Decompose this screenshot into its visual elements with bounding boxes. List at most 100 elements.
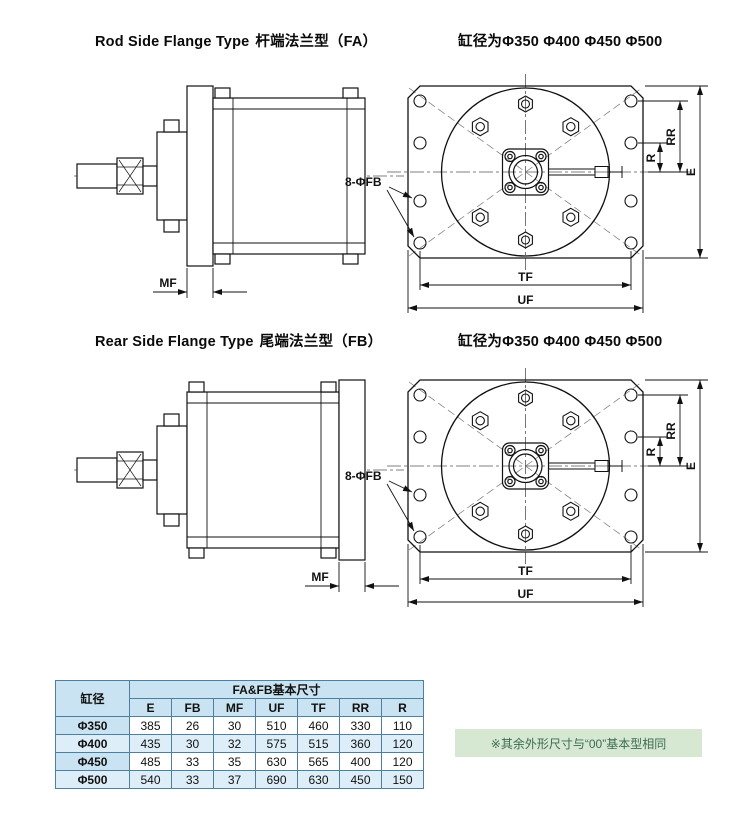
tie-rod-nuts xyxy=(471,95,580,249)
dim-label-tf: TF xyxy=(518,270,533,284)
col-header-tf: TF xyxy=(297,698,340,717)
note-box: ※其余外形尺寸与“00”基本型相同 xyxy=(455,729,702,757)
dim-label-mf: MF xyxy=(311,570,328,584)
table-header-bore: 缸径 xyxy=(55,680,130,717)
note-text: ※其余外形尺寸与“00”基本型相同 xyxy=(490,736,667,751)
fa-side-view-drawing: MF xyxy=(74,85,404,298)
table-cell: 400 xyxy=(339,752,382,771)
bore-cell: Φ450 xyxy=(55,752,130,771)
section-title-fb-zh: 尾端法兰型（FB） xyxy=(259,334,383,350)
front-flange-plate xyxy=(186,85,214,267)
table-cell: 30 xyxy=(171,734,214,753)
cylinder-body xyxy=(186,381,340,559)
section-title-fa-en: Rod Side Flange Type xyxy=(95,34,250,50)
piston-rod xyxy=(76,163,118,189)
bore-cell: Φ350 xyxy=(55,716,130,735)
col-header-r: R xyxy=(381,698,424,717)
section-title-fb-en: Rear Side Flange Type xyxy=(95,334,254,350)
bore-cell: Φ400 xyxy=(55,734,130,753)
callout-leaders xyxy=(386,186,415,238)
rod-hex-nut xyxy=(116,451,144,489)
rod-spacer xyxy=(142,165,158,187)
section-title-fa-zh: 杆端法兰型（FA） xyxy=(255,34,378,50)
dimension-lines xyxy=(407,379,708,607)
table-cell: 435 xyxy=(129,734,172,753)
table-cell: 630 xyxy=(297,770,340,789)
callout-leaders xyxy=(386,480,415,532)
col-header-e: E xyxy=(129,698,172,717)
table-cell: 510 xyxy=(255,716,298,735)
rear-flange-plate xyxy=(338,379,366,561)
table-cell: 450 xyxy=(339,770,382,789)
dim-label-r: R xyxy=(644,447,658,456)
table-row: Φ400 435 30 32 575 515 360 120 xyxy=(55,734,424,753)
gland-block xyxy=(156,413,188,527)
table-header-group: FA&FB基本尺寸 xyxy=(129,680,424,699)
rod-bore xyxy=(508,154,543,190)
table-row: Φ500 540 33 37 690 630 450 150 xyxy=(55,770,424,789)
table-row: Φ350 385 26 30 510 460 330 110 xyxy=(55,716,424,735)
col-header-mf: MF xyxy=(213,698,256,717)
fb-side-view-drawing: MF xyxy=(74,379,404,592)
section-title-fb: Rear Side Flange Type 尾端法兰型（FB） xyxy=(95,330,382,351)
mounting-holes xyxy=(413,94,638,250)
tie-rod-nuts xyxy=(471,389,580,543)
dim-label-rr: RR xyxy=(664,128,678,146)
section-title-fa: Rod Side Flange Type 杆端法兰型（FA） xyxy=(95,30,377,51)
table-header-row: 缸径 FA&FB基本尺寸 xyxy=(55,680,424,717)
table-cell: 360 xyxy=(339,734,382,753)
bore-note-fb: 缸径为Φ350 Φ400 Φ450 Φ500 xyxy=(458,334,663,350)
table-cell: 540 xyxy=(129,770,172,789)
mf-dimension xyxy=(305,562,399,592)
rod-flange-center xyxy=(501,148,550,196)
cushion-valve-stud xyxy=(548,166,623,178)
dim-label-uf: UF xyxy=(518,293,534,307)
table-cell: 690 xyxy=(255,770,298,789)
table-cell: 30 xyxy=(213,716,256,735)
fa-front-view-drawing: 8-ΦFB TF UF R RR E xyxy=(345,74,708,313)
cushion-valve-stud xyxy=(548,460,623,472)
mf-dimension xyxy=(153,268,247,298)
bore-note-fa: 缸径为Φ350 Φ400 Φ450 Φ500 xyxy=(458,34,663,50)
col-header-rr: RR xyxy=(339,698,382,717)
table-cell: 460 xyxy=(297,716,340,735)
table-cell: 26 xyxy=(171,716,214,735)
table-cell: 330 xyxy=(339,716,382,735)
col-header-uf: UF xyxy=(255,698,298,717)
table-cell: 565 xyxy=(297,752,340,771)
dim-label-mf: MF xyxy=(159,276,176,290)
col-header-fb: FB xyxy=(171,698,214,717)
fb-front-view-drawing: 8-ΦFB TF UF R RR E xyxy=(345,368,708,607)
rod-hex-nut xyxy=(116,157,144,195)
table-cell: 630 xyxy=(255,752,298,771)
piston-rod xyxy=(76,457,118,483)
table-cell: 515 xyxy=(297,734,340,753)
rod-bore xyxy=(508,448,543,484)
dim-label-uf: UF xyxy=(518,587,534,601)
mounting-holes xyxy=(413,388,638,544)
rod-flange-center xyxy=(501,442,550,490)
table-cell: 32 xyxy=(213,734,256,753)
dim-label-rr: RR xyxy=(664,422,678,440)
cylinder-body xyxy=(212,87,366,265)
dim-label-e: E xyxy=(684,168,698,176)
table-cell: 35 xyxy=(213,752,256,771)
table-cell: 385 xyxy=(129,716,172,735)
dim-label-e: E xyxy=(684,462,698,470)
table-cell: 150 xyxy=(381,770,424,789)
bore-cell: Φ500 xyxy=(55,770,130,789)
dim-label-tf: TF xyxy=(518,564,533,578)
fb-holes-callout: 8-ΦFB xyxy=(345,469,382,483)
table-subheader-row: E FB MF UF TF RR R xyxy=(56,698,424,717)
table-cell: 37 xyxy=(213,770,256,789)
table-cell: 120 xyxy=(381,734,424,753)
table-cell: 33 xyxy=(171,770,214,789)
dimension-lines xyxy=(407,85,708,313)
rod-spacer xyxy=(142,459,158,481)
table-cell: 120 xyxy=(381,752,424,771)
gland-block xyxy=(156,119,188,233)
table-cell: 485 xyxy=(129,752,172,771)
table-cell: 33 xyxy=(171,752,214,771)
table-cell: 110 xyxy=(381,716,424,735)
